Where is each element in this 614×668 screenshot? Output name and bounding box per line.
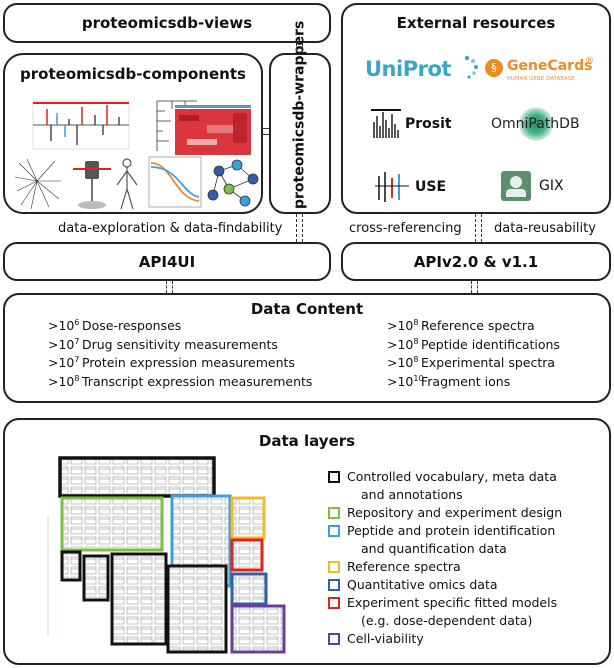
dose-curve-thumbnail xyxy=(148,156,202,208)
data-content-magnitude: >107 xyxy=(48,336,80,352)
spectrum-thumbnail xyxy=(32,100,130,150)
legend-label: and annotations xyxy=(361,487,463,502)
reusability-label: data-reusability xyxy=(494,221,596,236)
legend-swatch xyxy=(328,597,340,609)
components-title: proteomicsdb-components xyxy=(20,65,246,83)
gix-label: GIX xyxy=(539,178,564,194)
connector-external-apiv2 xyxy=(475,214,482,242)
exploration-label: data-exploration & data-findability xyxy=(58,221,283,236)
uniprot-label: UniProt xyxy=(365,57,451,81)
heatmap-thumbnail xyxy=(156,100,251,155)
graph-thumbnail xyxy=(207,159,259,207)
connector-apiv2-content xyxy=(471,281,478,293)
legend-label: (e.g. dose-dependent data) xyxy=(361,613,533,628)
views-title: proteomicsdb-views xyxy=(81,14,253,32)
device-thumbnail xyxy=(73,161,111,209)
data-content-magnitude: >108 xyxy=(387,318,419,334)
genecards-registered-mark: ® xyxy=(585,56,594,66)
data-layers-title: Data layers xyxy=(258,432,356,450)
connector-components-wrappers xyxy=(263,128,269,135)
data-content-label: Reference spectra xyxy=(421,318,535,333)
data-content-magnitude: >1010 xyxy=(387,373,424,389)
prosit-icon xyxy=(371,108,401,138)
data-content-box: Data Content xyxy=(3,293,611,403)
legend-label: Cell-viability xyxy=(347,631,424,646)
data-content-label: Peptide identifications xyxy=(421,336,560,352)
components-box: proteomicsdb-components xyxy=(3,53,263,214)
views-box: proteomicsdb-views xyxy=(3,3,331,43)
data-content-magnitude: >108 xyxy=(48,373,80,389)
api4ui-title: API4UI xyxy=(138,253,196,271)
legend-label: Repository and experiment design xyxy=(347,505,563,520)
legend-swatch xyxy=(328,579,340,591)
network-thumbnail xyxy=(14,158,61,210)
data-content-label: Protein expression measurements xyxy=(82,355,295,370)
wrappers-title: proteomicsdb-wrappers xyxy=(291,20,308,209)
genecards-subtitle: HUMAN GENE DATABASE xyxy=(507,76,575,82)
omnipath-icon xyxy=(519,107,553,141)
legend-label: Peptide and protein identification xyxy=(347,523,556,538)
genecards-label: GeneCards xyxy=(507,58,593,74)
apiv2-title: APIv2.0 & v1.1 xyxy=(413,253,539,271)
uniprot-dots-icon xyxy=(464,55,478,79)
legend-swatch xyxy=(328,471,340,483)
external-title: External resources xyxy=(396,14,556,32)
legend-label: Reference spectra xyxy=(347,559,461,574)
legend-swatch xyxy=(328,633,340,645)
data-content-magnitude: >108 xyxy=(387,336,419,352)
omnipath-logo[interactable]: OmniPathDB xyxy=(491,107,580,141)
legend-label: and quantification data xyxy=(361,541,507,556)
connector-api4ui-content xyxy=(166,281,173,293)
wrappers-box: proteomicsdb-wrappers xyxy=(269,20,331,214)
external-box: External resources UniProt § GeneCards ®… xyxy=(341,3,611,214)
data-content-magnitude: >108 xyxy=(387,355,419,371)
data-content-label: Transcript expression measurements xyxy=(82,373,313,389)
data-content-title: Data Content xyxy=(250,300,364,318)
prosit-label: Prosit xyxy=(405,116,452,132)
cross-referencing-label: cross-referencing xyxy=(349,221,462,236)
body-thumbnail xyxy=(116,158,138,210)
apiv2-box: APIv2.0 & v1.1 xyxy=(341,242,611,281)
legend-swatch xyxy=(328,561,340,573)
genecards-logo[interactable]: § GeneCards ® HUMAN GENE DATABASE xyxy=(485,56,605,87)
schema-diagram xyxy=(47,456,286,654)
components-thumbnails xyxy=(14,100,259,210)
connector-wrappers-api4ui xyxy=(296,214,303,242)
omnipath-label: OmniPathDB xyxy=(491,116,580,132)
legend-label: Quantitative omics data xyxy=(347,577,498,592)
connector-views-wrappers xyxy=(296,43,303,53)
api4ui-box: API4UI xyxy=(3,242,331,281)
uniprot-logo[interactable]: UniProt xyxy=(365,55,478,81)
data-content-magnitude: >107 xyxy=(48,355,80,371)
genecards-icon: § xyxy=(485,59,503,77)
data-content-label: Drug sensitivity measurements xyxy=(82,336,278,352)
use-label: USE xyxy=(415,179,447,195)
data-content-magnitude: >106 xyxy=(48,318,80,334)
legend-label: Controlled vocabulary, meta data xyxy=(347,469,557,484)
legend-label: Experiment specific fitted models xyxy=(347,595,558,610)
legend-swatch xyxy=(328,525,340,537)
gix-icon xyxy=(501,171,531,201)
data-content-label: Dose-responses xyxy=(82,318,182,333)
legend-swatch xyxy=(328,507,340,519)
use-icon xyxy=(375,172,409,202)
data-content-label: Fragment ions xyxy=(421,373,511,389)
data-content-label: Experimental spectra xyxy=(421,355,556,370)
